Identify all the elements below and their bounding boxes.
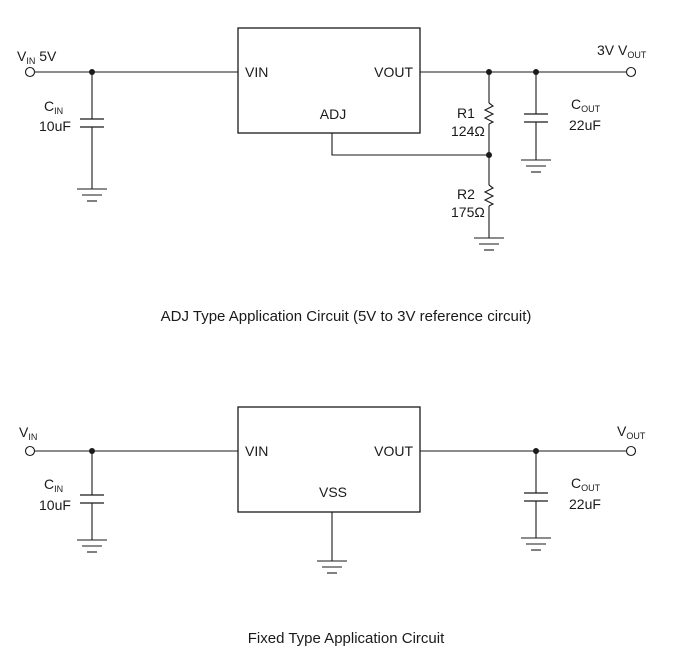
adj-vout-label: 3V VOUT bbox=[597, 42, 647, 60]
fixed-regulator-chip bbox=[237, 406, 421, 513]
fixed-pin-vss: VSS bbox=[319, 484, 347, 500]
adj-cout-capacitor bbox=[521, 72, 551, 173]
adj-regulator-chip bbox=[237, 27, 421, 134]
adj-cin-value: 10uF bbox=[39, 118, 71, 134]
adj-cout-label: COUT bbox=[571, 96, 601, 114]
fixed-vin-label: VIN bbox=[19, 424, 37, 442]
adj-r2-name: R2 bbox=[457, 186, 475, 202]
adj-pin-vout: VOUT bbox=[374, 64, 413, 80]
fixed-vout-label: VOUT bbox=[617, 423, 646, 441]
adj-feedback-wire bbox=[331, 133, 489, 156]
adj-cin-capacitor bbox=[77, 72, 107, 202]
fixed-cout-capacitor bbox=[521, 451, 551, 551]
fixed-pin-vin: VIN bbox=[245, 443, 268, 459]
fixed-cin-value: 10uF bbox=[39, 497, 71, 513]
fixed-cin-label: CIN bbox=[44, 476, 63, 494]
fixed-cout-value: 22uF bbox=[569, 496, 601, 512]
fixed-vout-terminal bbox=[625, 445, 637, 457]
adj-r1-value: 124Ω bbox=[451, 123, 485, 139]
adj-circuit: VIN 5V CIN 10uF VIN VOUT ADJ bbox=[17, 27, 647, 325]
adj-vin-label: VIN 5V bbox=[17, 48, 57, 66]
fixed-circuit: VIN CIN 10uF VIN VOUT VSS bbox=[19, 406, 646, 647]
adj-r2-resistor bbox=[474, 155, 504, 251]
adj-r1-resistor bbox=[483, 72, 495, 155]
fixed-pin-vout: VOUT bbox=[374, 443, 413, 459]
adj-cin-label: CIN bbox=[44, 98, 63, 116]
fixed-cin-capacitor bbox=[77, 451, 107, 553]
fixed-vin-terminal bbox=[24, 445, 36, 457]
adj-pin-vin: VIN bbox=[245, 64, 268, 80]
adj-pin-adj: ADJ bbox=[320, 106, 346, 122]
adj-vin-terminal bbox=[24, 66, 36, 78]
adj-vout-terminal bbox=[625, 66, 637, 78]
adj-cout-value: 22uF bbox=[569, 117, 601, 133]
adj-r2-value: 175Ω bbox=[451, 204, 485, 220]
fixed-circuit-caption: Fixed Type Application Circuit bbox=[248, 630, 445, 647]
fixed-vss-ground bbox=[317, 512, 347, 574]
adj-circuit-caption: ADJ Type Application Circuit (5V to 3V r… bbox=[161, 308, 532, 325]
fixed-cout-label: COUT bbox=[571, 475, 601, 493]
adj-r1-name: R1 bbox=[457, 105, 475, 121]
